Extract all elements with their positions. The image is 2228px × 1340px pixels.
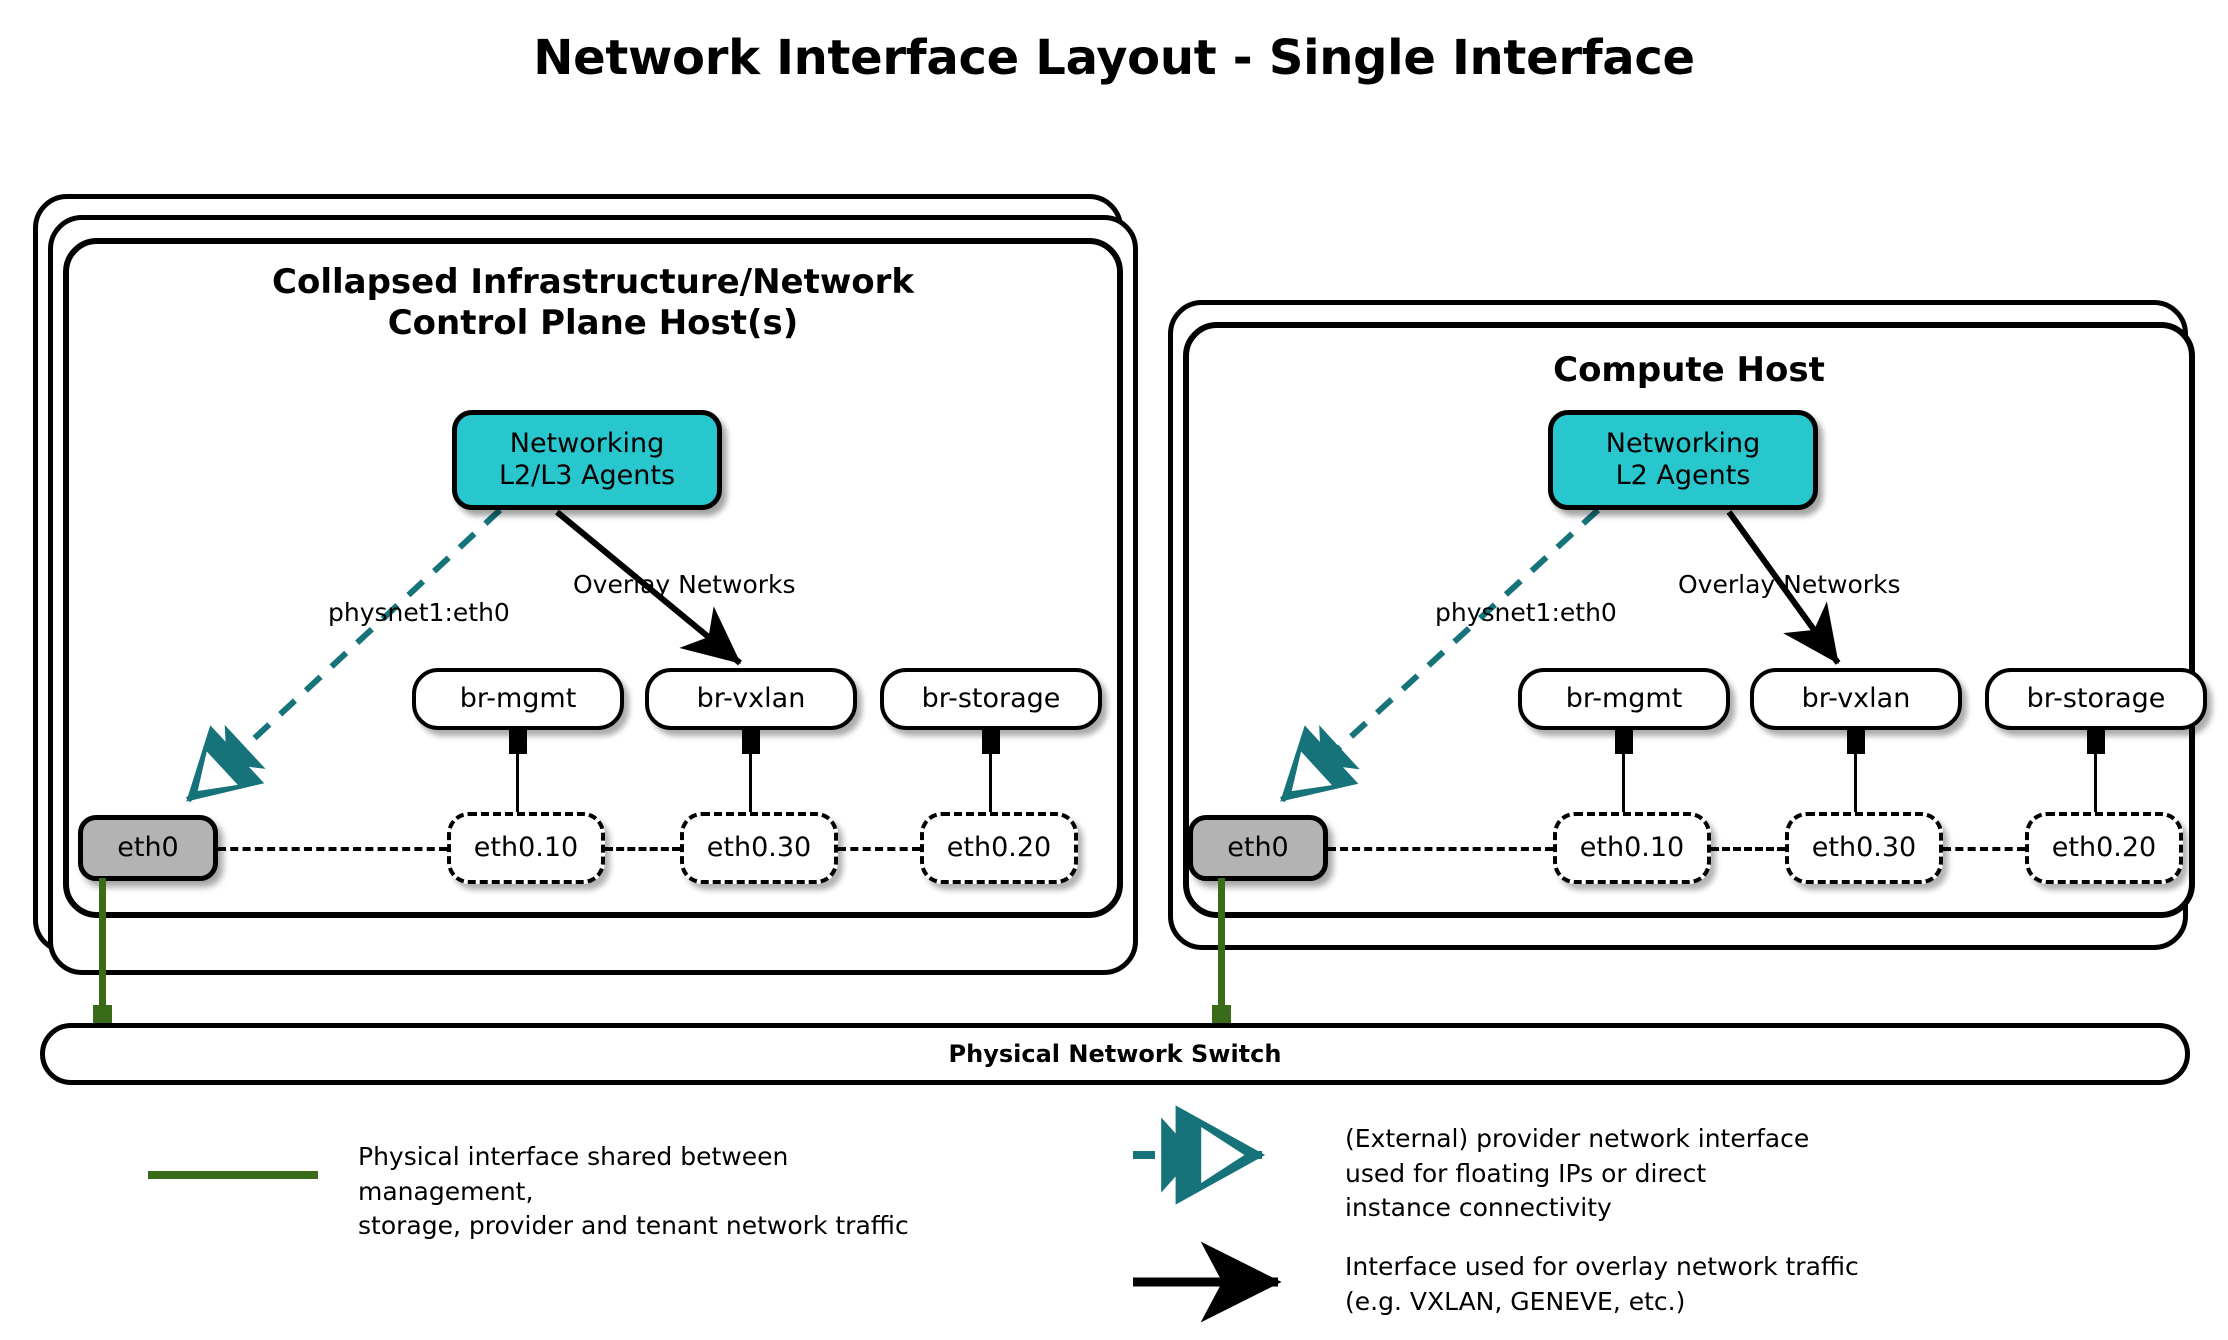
node-bridge-br-storage-compute[interactable]: br-storage xyxy=(1985,668,2207,730)
vlan-label: eth0.10 xyxy=(1579,831,1685,863)
bridge-vlan-link xyxy=(516,752,519,822)
vlan-label: eth0.10 xyxy=(473,831,579,863)
host-title-line-1: Collapsed Infrastructure/Network xyxy=(272,262,914,302)
node-bridge-br-vxlan-compute[interactable]: br-vxlan xyxy=(1750,668,1962,730)
node-bridge-br-mgmt-control-plane[interactable]: br-mgmt xyxy=(412,668,624,730)
node-bridge-br-storage-control-plane[interactable]: br-storage xyxy=(880,668,1102,730)
agents-label-line-2: L2 Agents xyxy=(1615,460,1751,491)
edge-label-provider-compute: physnet1:eth0 xyxy=(1435,598,1617,627)
physical-cable-control-plane xyxy=(99,878,106,1018)
node-physical-interface-control-plane[interactable]: eth0 xyxy=(78,815,218,881)
bridge-label: br-vxlan xyxy=(1801,682,1911,714)
node-bridge-br-mgmt-compute[interactable]: br-mgmt xyxy=(1518,668,1730,730)
physical-interface-label: eth0 xyxy=(117,831,179,863)
host-title-line-1: Compute Host xyxy=(1553,350,1825,390)
trunk-link-vlan30-to-vlan20 xyxy=(1943,847,2025,851)
trunk-link-eth0-to-vlan10 xyxy=(218,847,447,851)
node-networking-agents-control-plane[interactable]: Networking L2/L3 Agents xyxy=(452,410,722,510)
node-vlan-eth0-30-compute[interactable]: eth0.30 xyxy=(1785,812,1943,884)
node-vlan-eth0-20-control-plane[interactable]: eth0.20 xyxy=(920,812,1078,884)
bridge-port-stub xyxy=(982,730,1000,754)
vlan-label: eth0.20 xyxy=(946,831,1052,863)
node-bridge-br-vxlan-control-plane[interactable]: br-vxlan xyxy=(645,668,857,730)
legend-text-physical: Physical interface shared between manage… xyxy=(358,1142,909,1240)
bridge-port-stub xyxy=(1615,730,1633,754)
node-vlan-eth0-30-control-plane[interactable]: eth0.30 xyxy=(680,812,838,884)
agents-label-line-2: L2/L3 Agents xyxy=(498,460,676,491)
agents-label-line-1: Networking xyxy=(509,427,665,459)
node-vlan-eth0-20-compute[interactable]: eth0.20 xyxy=(2025,812,2183,884)
edge-label-provider-control-plane: physnet1:eth0 xyxy=(328,598,510,627)
bridge-label: br-mgmt xyxy=(459,682,577,714)
page-title: Network Interface Layout - Single Interf… xyxy=(533,30,1695,86)
host-title-line-2: Control Plane Host(s) xyxy=(387,303,799,344)
node-networking-agents-compute[interactable]: Networking L2 Agents xyxy=(1548,410,1818,510)
node-vlan-eth0-10-control-plane[interactable]: eth0.10 xyxy=(447,812,605,884)
physical-interface-label: eth0 xyxy=(1227,831,1289,863)
trunk-link-vlan10-to-vlan30 xyxy=(605,847,680,851)
trunk-link-eth0-to-vlan10 xyxy=(1328,847,1553,851)
edge-label-overlay-compute: Overlay Networks xyxy=(1678,570,1901,599)
bridge-label: br-mgmt xyxy=(1565,682,1683,714)
bridge-vlan-link xyxy=(2094,752,2097,822)
agents-label-line-1: Networking xyxy=(1605,427,1761,459)
vlan-label: eth0.30 xyxy=(1811,831,1917,863)
switch-label: Physical Network Switch xyxy=(948,1040,1282,1068)
legend-text-provider: (External) provider network interface us… xyxy=(1345,1124,1810,1222)
physical-network-switch[interactable]: Physical Network Switch xyxy=(40,1023,2190,1085)
node-physical-interface-compute[interactable]: eth0 xyxy=(1188,815,1328,881)
bridge-label: br-storage xyxy=(921,682,1061,714)
host-title-compute: Compute Host xyxy=(1183,350,2195,391)
bridge-vlan-link xyxy=(1854,752,1857,822)
node-vlan-eth0-10-compute[interactable]: eth0.10 xyxy=(1553,812,1711,884)
bridge-vlan-link xyxy=(989,752,992,822)
bridge-vlan-link xyxy=(749,752,752,822)
bridge-vlan-link xyxy=(1622,752,1625,822)
vlan-label: eth0.30 xyxy=(706,831,812,863)
legend-text-overlay: Interface used for overlay network traff… xyxy=(1345,1252,1859,1316)
bridge-port-stub xyxy=(742,730,760,754)
edge-label-overlay-control-plane: Overlay Networks xyxy=(573,570,796,599)
bridge-port-stub xyxy=(2087,730,2105,754)
bridge-port-stub xyxy=(509,730,527,754)
trunk-link-vlan10-to-vlan30 xyxy=(1711,847,1785,851)
physical-cable-compute xyxy=(1218,878,1225,1018)
vlan-label: eth0.20 xyxy=(2051,831,2157,863)
bridge-label: br-storage xyxy=(2026,682,2166,714)
host-title-control-plane: Collapsed Infrastructure/Network Control… xyxy=(63,262,1123,345)
trunk-link-vlan30-to-vlan20 xyxy=(838,847,920,851)
bridge-port-stub xyxy=(1847,730,1865,754)
bridge-label: br-vxlan xyxy=(696,682,806,714)
